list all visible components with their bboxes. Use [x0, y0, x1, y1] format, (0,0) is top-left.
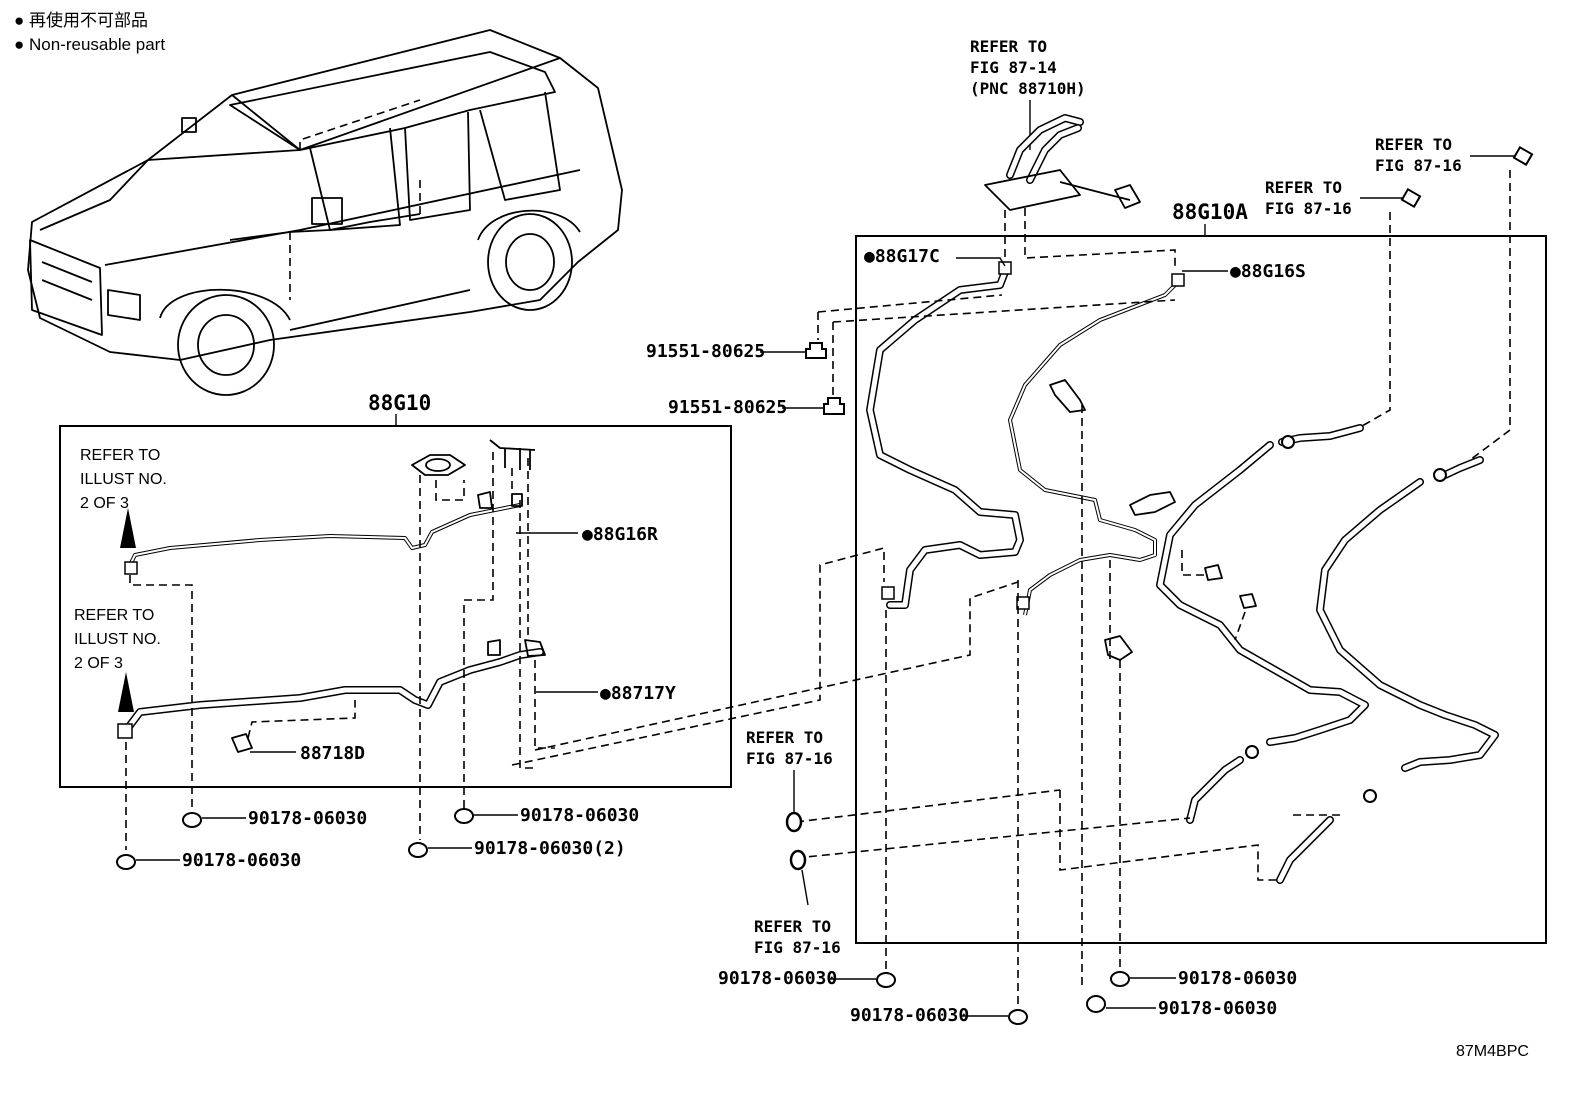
right-nuts: 90178-06030 90178-06030 90178-06030 9017… — [718, 968, 1297, 1026]
group-88g10-label: 88G10 — [368, 391, 431, 415]
ref-mid-left-b-line2: FIG 87-16 — [754, 938, 841, 957]
label-88717y: ●88717Y — [600, 683, 676, 704]
nut-icon — [408, 842, 428, 858]
label-nut-l1: 90178-06030 — [248, 808, 367, 829]
bolts: 91551-80625 91551-80625 — [646, 341, 845, 418]
label-nut-l2: 90178-06030 — [182, 850, 301, 871]
clamp-icon — [785, 811, 803, 833]
label-nut-l4: 90178-06030(2) — [474, 838, 626, 859]
nut-icon — [1086, 995, 1106, 1013]
legend: ● 再使用不可部品 ● Non-reusable part — [14, 10, 165, 54]
illust-ref-b-line2: ILLUST NO. — [74, 631, 161, 648]
illust-ref-b-line3: 2 OF 3 — [74, 655, 123, 672]
ref-top-center-line3: (PNC 88710H) — [970, 79, 1086, 98]
label-nut-l3: 90178-06030 — [520, 805, 639, 826]
ref-top-right-a-line2: FIG 87-16 — [1375, 156, 1462, 175]
arrow-up-icon — [120, 508, 136, 548]
label-nut-r4: 90178-06030 — [1158, 998, 1277, 1019]
mid-left-refs: REFER TO FIG 87-16 REFER TO FIG 87-16 — [746, 728, 841, 957]
ref-top-right-b-line1: REFER TO — [1265, 178, 1342, 197]
nut-icon — [1008, 1009, 1028, 1025]
arrow-up-icon — [118, 672, 134, 712]
nut-icon — [182, 812, 202, 828]
legend-line-english: ● Non-reusable part — [14, 35, 165, 54]
label-bolt-b: 91551-80625 — [668, 397, 787, 418]
ref-mid-left-a-line1: REFER TO — [746, 728, 823, 747]
group-88g10a-frame — [855, 235, 1547, 944]
nut-icon — [876, 972, 896, 988]
label-88g16r: ●88G16R — [582, 524, 658, 545]
nut-icon — [116, 854, 136, 870]
illust-ref-a-line2: ILLUST NO. — [80, 471, 167, 488]
vehicle-illustration — [27, 29, 623, 396]
top-assembly: REFER TO FIG 87-14 (PNC 88710H) — [970, 37, 1176, 270]
label-nut-r2: 90178-06030 — [850, 1005, 969, 1026]
bolt-icon — [823, 397, 845, 415]
nut-icon — [1110, 971, 1130, 987]
ref-mid-left-b-line1: REFER TO — [754, 917, 831, 936]
bolt-icon — [805, 342, 827, 359]
left-nuts: 90178-06030 90178-06030 90178-06030 9017… — [116, 805, 639, 871]
nut-icon — [454, 808, 474, 824]
illust-ref-a-line3: 2 OF 3 — [80, 495, 129, 512]
ref-top-center-line2: FIG 87-14 — [970, 58, 1057, 77]
group-88g10a: 88G10A — [795, 200, 1547, 1010]
illust-ref-a-line1: REFER TO — [80, 447, 160, 464]
ref-top-right-b-line2: FIG 87-16 — [1265, 199, 1352, 218]
ref-top-right-a-line1: REFER TO — [1375, 135, 1452, 154]
label-88718d: 88718D — [300, 743, 365, 764]
label-88g16s: ●88G16S — [1230, 261, 1306, 282]
ref-mid-left-a-line2: FIG 87-16 — [746, 749, 833, 768]
top-right-refs: REFER TO FIG 87-16 REFER TO FIG 87-16 — [1265, 135, 1534, 461]
legend-line-japanese: ● 再使用不可部品 — [14, 10, 148, 30]
label-nut-r1: 90178-06030 — [718, 968, 837, 989]
cross-links — [511, 294, 1176, 766]
clamp-icon — [789, 849, 807, 871]
group-88g10: 88G10 REFER TO ILLUST NO. 2 — [59, 391, 732, 850]
label-88g17c: ●88G17C — [864, 246, 940, 267]
label-nut-r3: 90178-06030 — [1178, 968, 1297, 989]
illust-ref-b-line1: REFER TO — [74, 607, 154, 624]
diagram-code: 87M4BPC — [1456, 1043, 1529, 1060]
ref-top-center-line1: REFER TO — [970, 37, 1047, 56]
label-bolt-a: 91551-80625 — [646, 341, 765, 362]
group-88g10a-label: 88G10A — [1172, 200, 1248, 224]
